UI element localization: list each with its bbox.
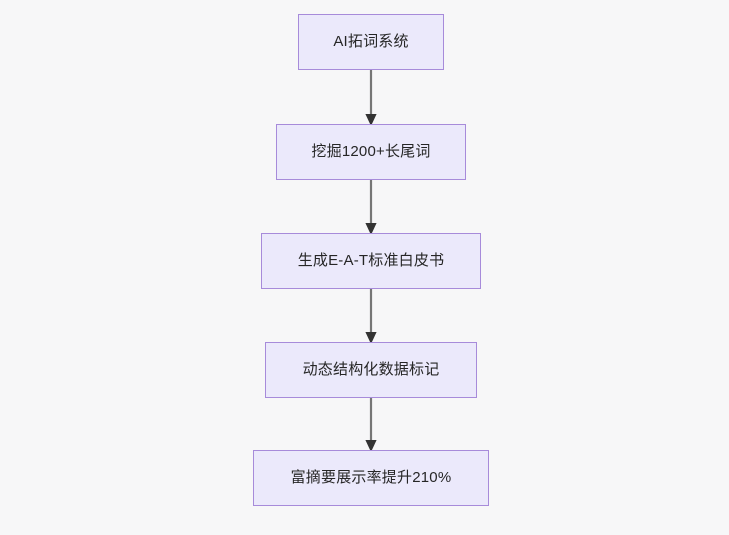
flow-node-label: AI拓词系统 <box>333 33 409 50</box>
flow-node-label: 生成E-A-T标准白皮书 <box>297 252 445 269</box>
flow-node-dynamic-structured-data-markup[interactable]: 动态结构化数据标记 <box>265 342 477 398</box>
flow-node-label: 富摘要展示率提升210% <box>290 469 452 486</box>
flow-node-eat-whitepaper-generation[interactable]: 生成E-A-T标准白皮书 <box>261 233 481 289</box>
flow-edge-node4-node5 <box>365 396 377 452</box>
flow-node-longtail-keyword-mining[interactable]: 挖掘1200+长尾词 <box>276 124 466 180</box>
flow-edge-node2-node3 <box>365 178 377 235</box>
flow-node-rich-snippet-impression-lift[interactable]: 富摘要展示率提升210% <box>253 450 489 506</box>
flow-node-label: 动态结构化数据标记 <box>302 361 440 378</box>
flow-edge-node1-node2 <box>365 68 377 126</box>
flow-edge-node3-node4 <box>365 287 377 344</box>
flow-node-label: 挖掘1200+长尾词 <box>311 143 431 160</box>
flow-node-ai-keyword-system[interactable]: AI拓词系统 <box>298 14 444 70</box>
